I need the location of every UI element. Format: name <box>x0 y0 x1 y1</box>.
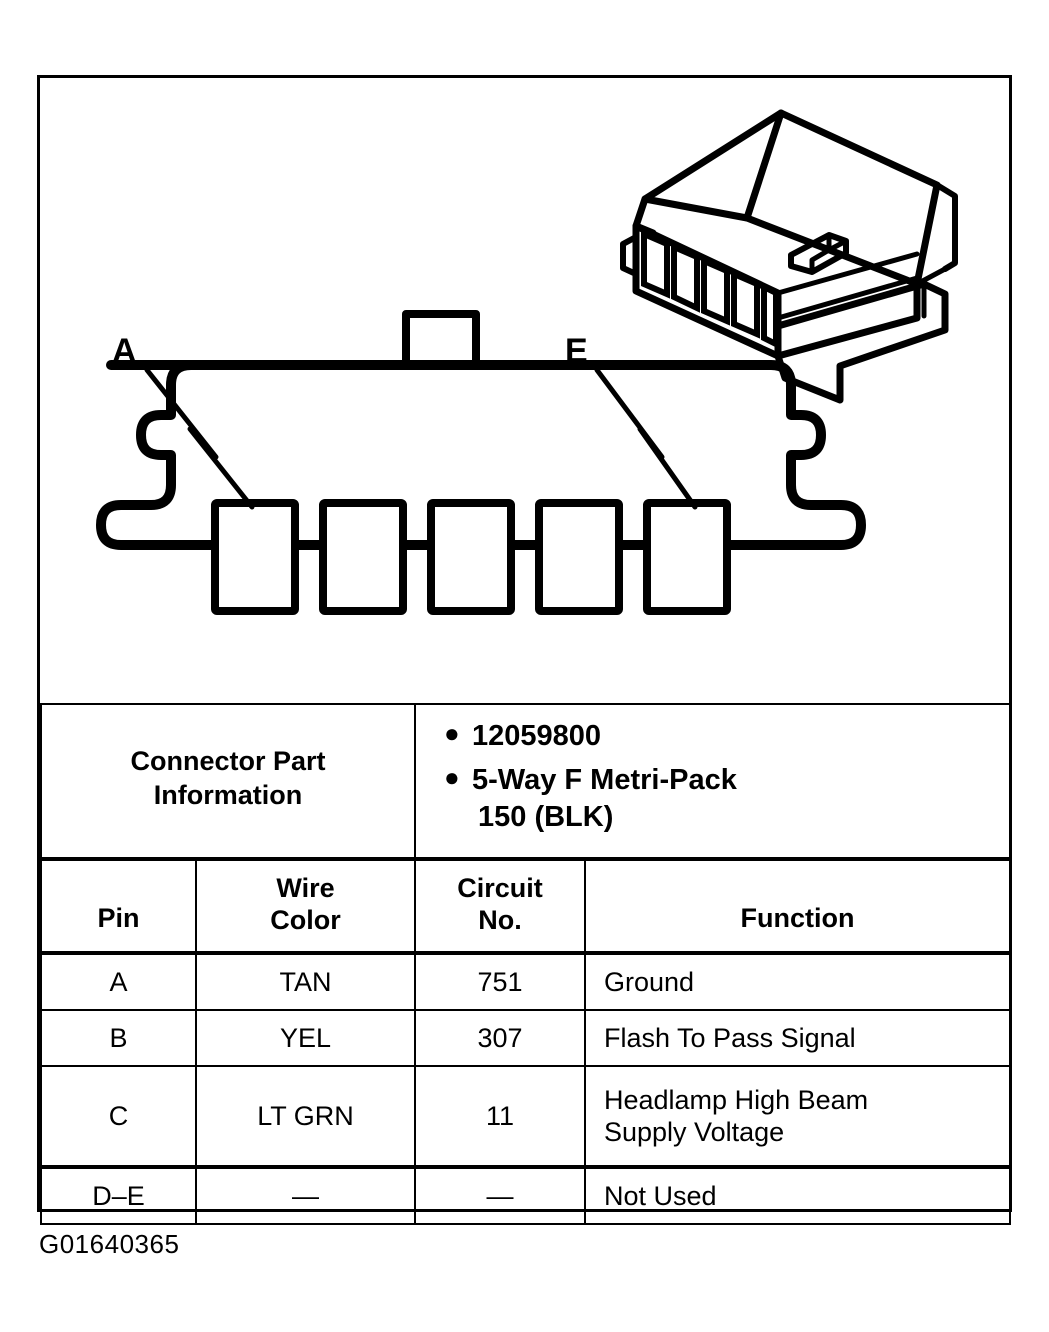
table-row: C LT GRN 11 Headlamp High Beam Supply Vo… <box>40 1065 1011 1169</box>
pin-label-e: E <box>565 332 588 370</box>
figure-caption: G01640365 <box>39 1229 180 1259</box>
column-header-wire-color: Wire Color <box>195 858 416 956</box>
cell-function: Headlamp High Beam Supply Voltage <box>584 1065 1011 1169</box>
part-description-line2: 150 (BLK) <box>478 801 614 834</box>
circuit-no-line1: Circuit <box>457 873 543 904</box>
connector-part-information-value: ● 12059800 ● 5-Way F Metri-Pack 150 (BLK… <box>414 702 1011 862</box>
table-row: D–E — — Not Used <box>40 1165 1011 1226</box>
circuit-no-line2: No. <box>478 905 522 936</box>
cell-pin: A <box>40 952 197 1012</box>
list-item: ● 12059800 <box>440 718 999 755</box>
cell-wire-color: — <box>195 1165 416 1226</box>
cell-pin: C <box>40 1065 197 1169</box>
table-row-part-info: Connector Part Information ● 12059800 ● … <box>40 702 1011 862</box>
cell-circuit-no: 307 <box>414 1009 586 1068</box>
cavity-d <box>535 499 623 615</box>
cavity-a <box>211 499 299 615</box>
wire-color-line2: Color <box>270 905 341 936</box>
part-number: 12059800 <box>472 720 602 752</box>
list-item: ● 5-Way F Metri-Pack 150 (BLK) <box>440 762 999 836</box>
connector-face-cavities <box>211 499 731 615</box>
table-row: A TAN 751 Ground <box>40 952 1011 1012</box>
cp-label-line1: Connector Part <box>130 746 326 777</box>
cavity-c <box>427 499 515 615</box>
cell-function: Flash To Pass Signal <box>584 1009 1011 1068</box>
connector-illustration: A E <box>40 78 1009 703</box>
cell-pin: B <box>40 1009 197 1068</box>
cell-function: Not Used <box>584 1165 1011 1226</box>
leader-line-a <box>144 367 219 460</box>
column-header-circuit-no: Circuit No. <box>414 858 586 956</box>
function-line1: Headlamp High Beam <box>604 1084 869 1115</box>
connector-3d-view <box>620 109 958 404</box>
cell-pin: D–E <box>40 1165 197 1226</box>
cell-wire-color: TAN <box>195 952 416 1012</box>
column-header-function: Function <box>584 858 1011 956</box>
cell-wire-color: YEL <box>195 1009 416 1068</box>
cell-circuit-no: — <box>414 1165 586 1226</box>
cavity-b <box>319 499 407 615</box>
connector-pinout-table: Connector Part Information ● 12059800 ● … <box>40 702 1011 1226</box>
connector-face-view <box>101 314 866 550</box>
connector-3d-cavities <box>641 229 779 349</box>
connector-drawing <box>40 78 958 615</box>
column-header-pin: Pin <box>40 858 197 956</box>
cavity-e <box>643 499 731 615</box>
cell-function: Ground <box>584 952 1011 1012</box>
leader-line-tips <box>187 426 698 510</box>
cell-wire-color: LT GRN <box>195 1065 416 1169</box>
function-line2: Supply Voltage <box>604 1117 785 1148</box>
bullet-icon: ● <box>444 718 460 748</box>
document-frame: A E Connector Part Information ● 1205980… <box>37 75 1012 1226</box>
part-description-line1: 5-Way F Metri-Pack <box>472 764 737 797</box>
pin-label-a: A <box>112 332 137 370</box>
table-row: B YEL 307 Flash To Pass Signal <box>40 1009 1011 1068</box>
cell-circuit-no: 751 <box>414 952 586 1012</box>
bullet-icon: ● <box>444 762 460 793</box>
leader-lines <box>144 367 665 460</box>
part-info-bullet-list: ● 12059800 ● 5-Way F Metri-Pack 150 (BLK… <box>440 718 999 836</box>
table-header-row: Pin Wire Color Circuit No. Function <box>40 858 1011 956</box>
cell-circuit-no: 11 <box>414 1065 586 1169</box>
cp-label-line2: Information <box>153 780 303 811</box>
connector-part-information-label: Connector Part Information <box>40 702 416 862</box>
wire-color-line1: Wire <box>276 873 335 904</box>
